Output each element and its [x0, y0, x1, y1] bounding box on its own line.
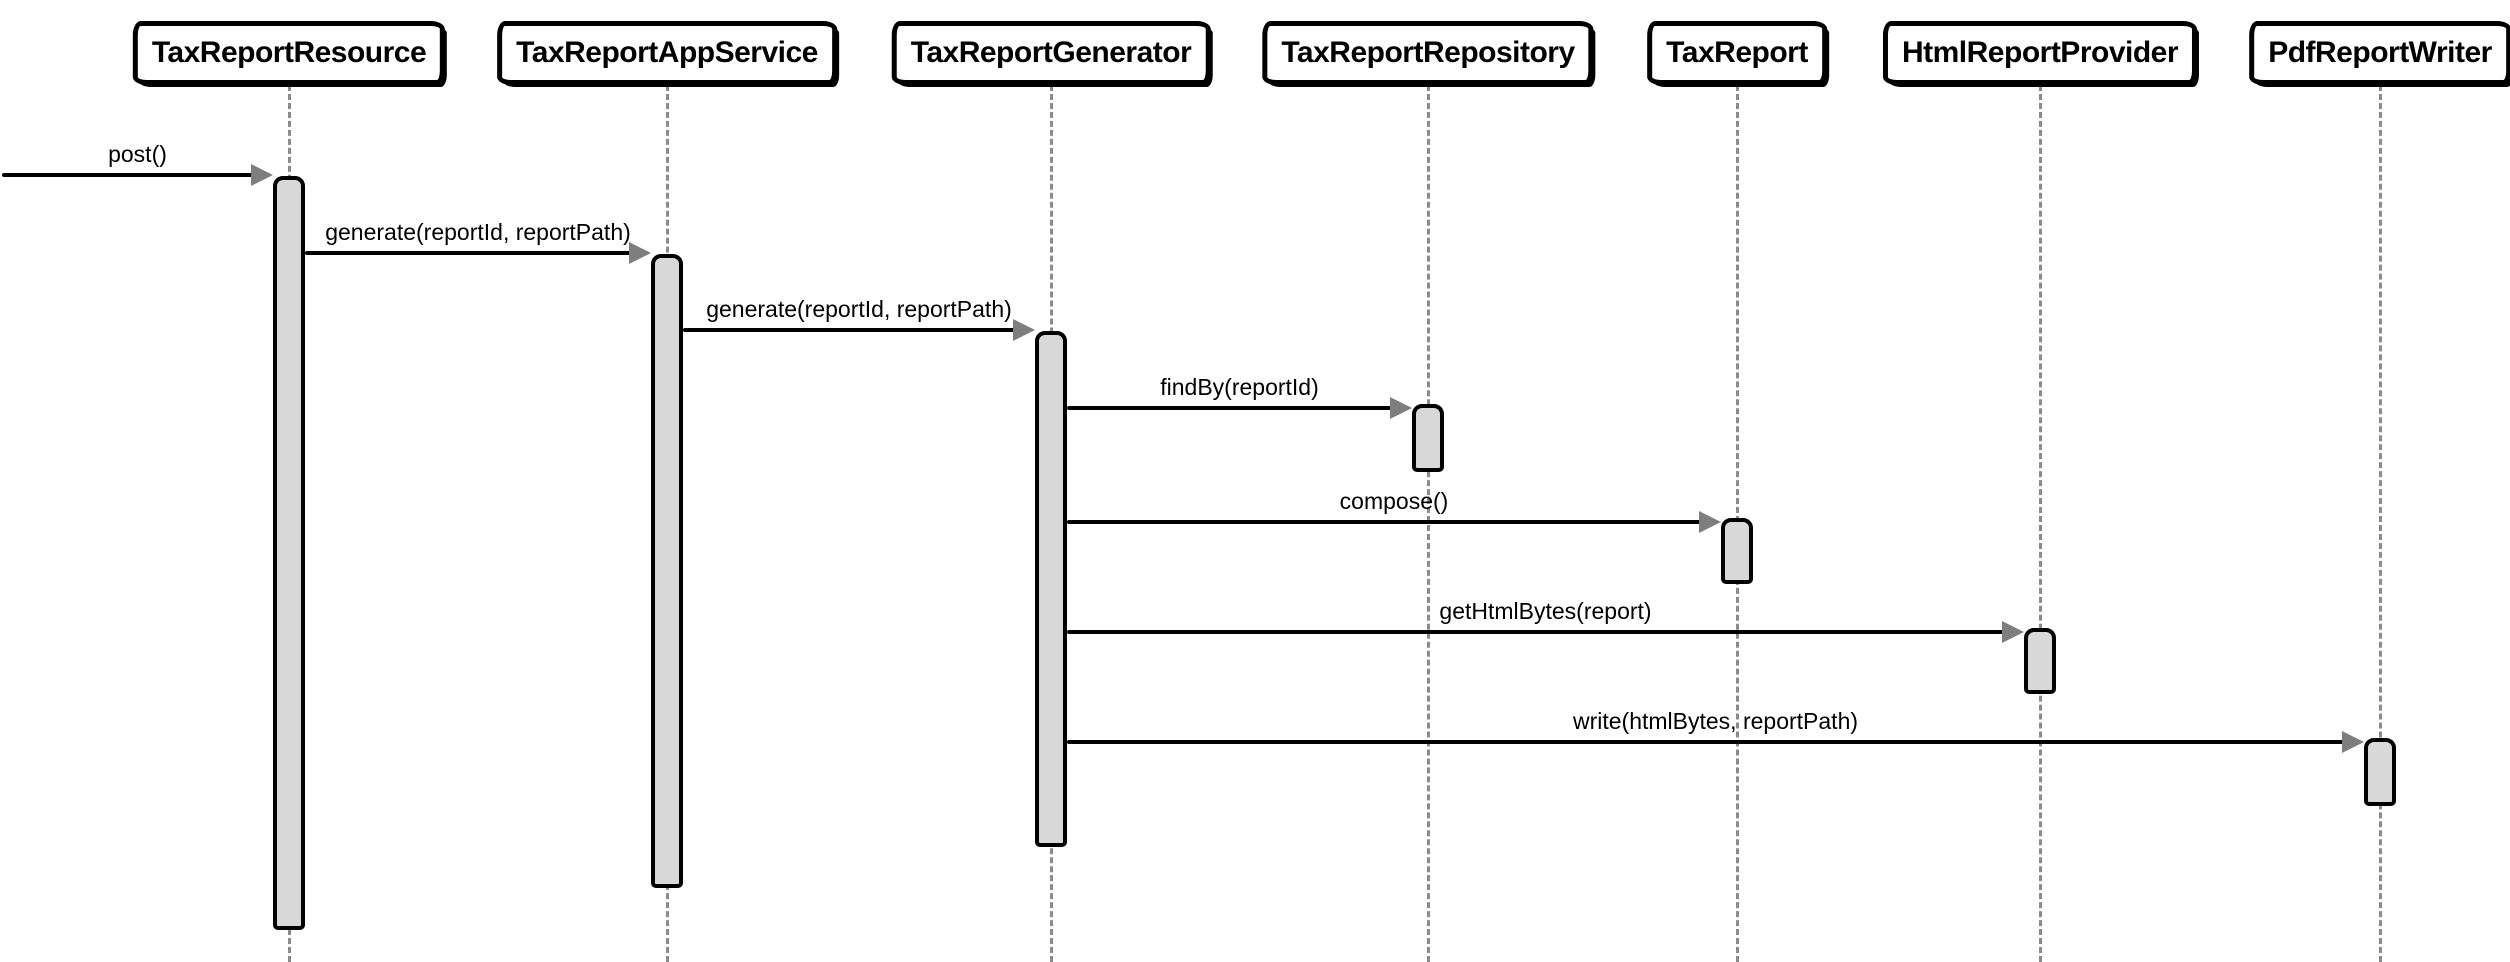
participant-label: TaxReportRepository	[1281, 36, 1575, 69]
message-line-tax-report-resource	[2, 173, 255, 177]
participant-tax-report-generator: TaxReportGenerator	[891, 21, 1211, 85]
message-label: write(htmlBytes, reportPath)	[1572, 708, 1859, 734]
message-arrowhead-icon	[1699, 511, 1721, 533]
message-line-tax-report-repository	[1067, 406, 1394, 410]
participant-tax-report: TaxReport	[1647, 21, 1827, 85]
activation-pdf-report-writer	[2364, 738, 2396, 806]
message-label: generate(reportId, reportPath)	[706, 296, 1012, 322]
participant-label: HtmlReportProvider	[1901, 36, 2179, 69]
message-arrowhead-icon	[251, 164, 273, 186]
message-line-tax-report	[1067, 520, 1703, 524]
activation-html-report-provider	[2024, 628, 2056, 694]
message-arrowhead-icon	[1390, 397, 1412, 419]
participant-html-report-provider: HtmlReportProvider	[1882, 21, 2198, 85]
participant-label: TaxReport	[1666, 36, 1808, 69]
message-label: getHtmlBytes(report)	[1439, 598, 1652, 624]
message-line-tax-report-generator	[683, 328, 1017, 332]
message-arrowhead-icon	[629, 242, 651, 264]
activation-tax-report	[1721, 518, 1753, 584]
participant-label: TaxReportResource	[151, 36, 427, 69]
message-arrowhead-icon	[2342, 731, 2364, 753]
activation-tax-report-repository	[1412, 404, 1444, 472]
participant-pdf-report-writer: PdfReportWriter	[2249, 21, 2510, 85]
participant-tax-report-repository: TaxReportRepository	[1262, 21, 1594, 85]
message-label: findBy(reportId)	[1160, 374, 1319, 400]
lifeline-pdf-report-writer	[2379, 85, 2382, 962]
activation-tax-report-generator	[1035, 331, 1067, 847]
participant-tax-report-app-service: TaxReportAppService	[497, 21, 837, 85]
activation-tax-report-app-service	[651, 254, 683, 888]
message-label: compose()	[1339, 488, 1449, 514]
message-line-html-report-provider	[1067, 630, 2006, 634]
participant-label: TaxReportGenerator	[910, 36, 1192, 69]
message-arrowhead-icon	[2002, 621, 2024, 643]
activation-tax-report-resource	[273, 176, 305, 930]
participant-label: TaxReportAppService	[516, 36, 818, 69]
message-label: generate(reportId, reportPath)	[325, 219, 631, 245]
lifeline-html-report-provider	[2039, 85, 2042, 962]
message-label: post()	[108, 141, 167, 167]
message-arrowhead-icon	[1013, 319, 1035, 341]
message-line-tax-report-app-service	[305, 251, 633, 255]
participant-label: PdfReportWriter	[2268, 36, 2492, 69]
message-line-pdf-report-writer	[1067, 740, 2346, 744]
participant-tax-report-resource: TaxReportResource	[132, 21, 446, 85]
